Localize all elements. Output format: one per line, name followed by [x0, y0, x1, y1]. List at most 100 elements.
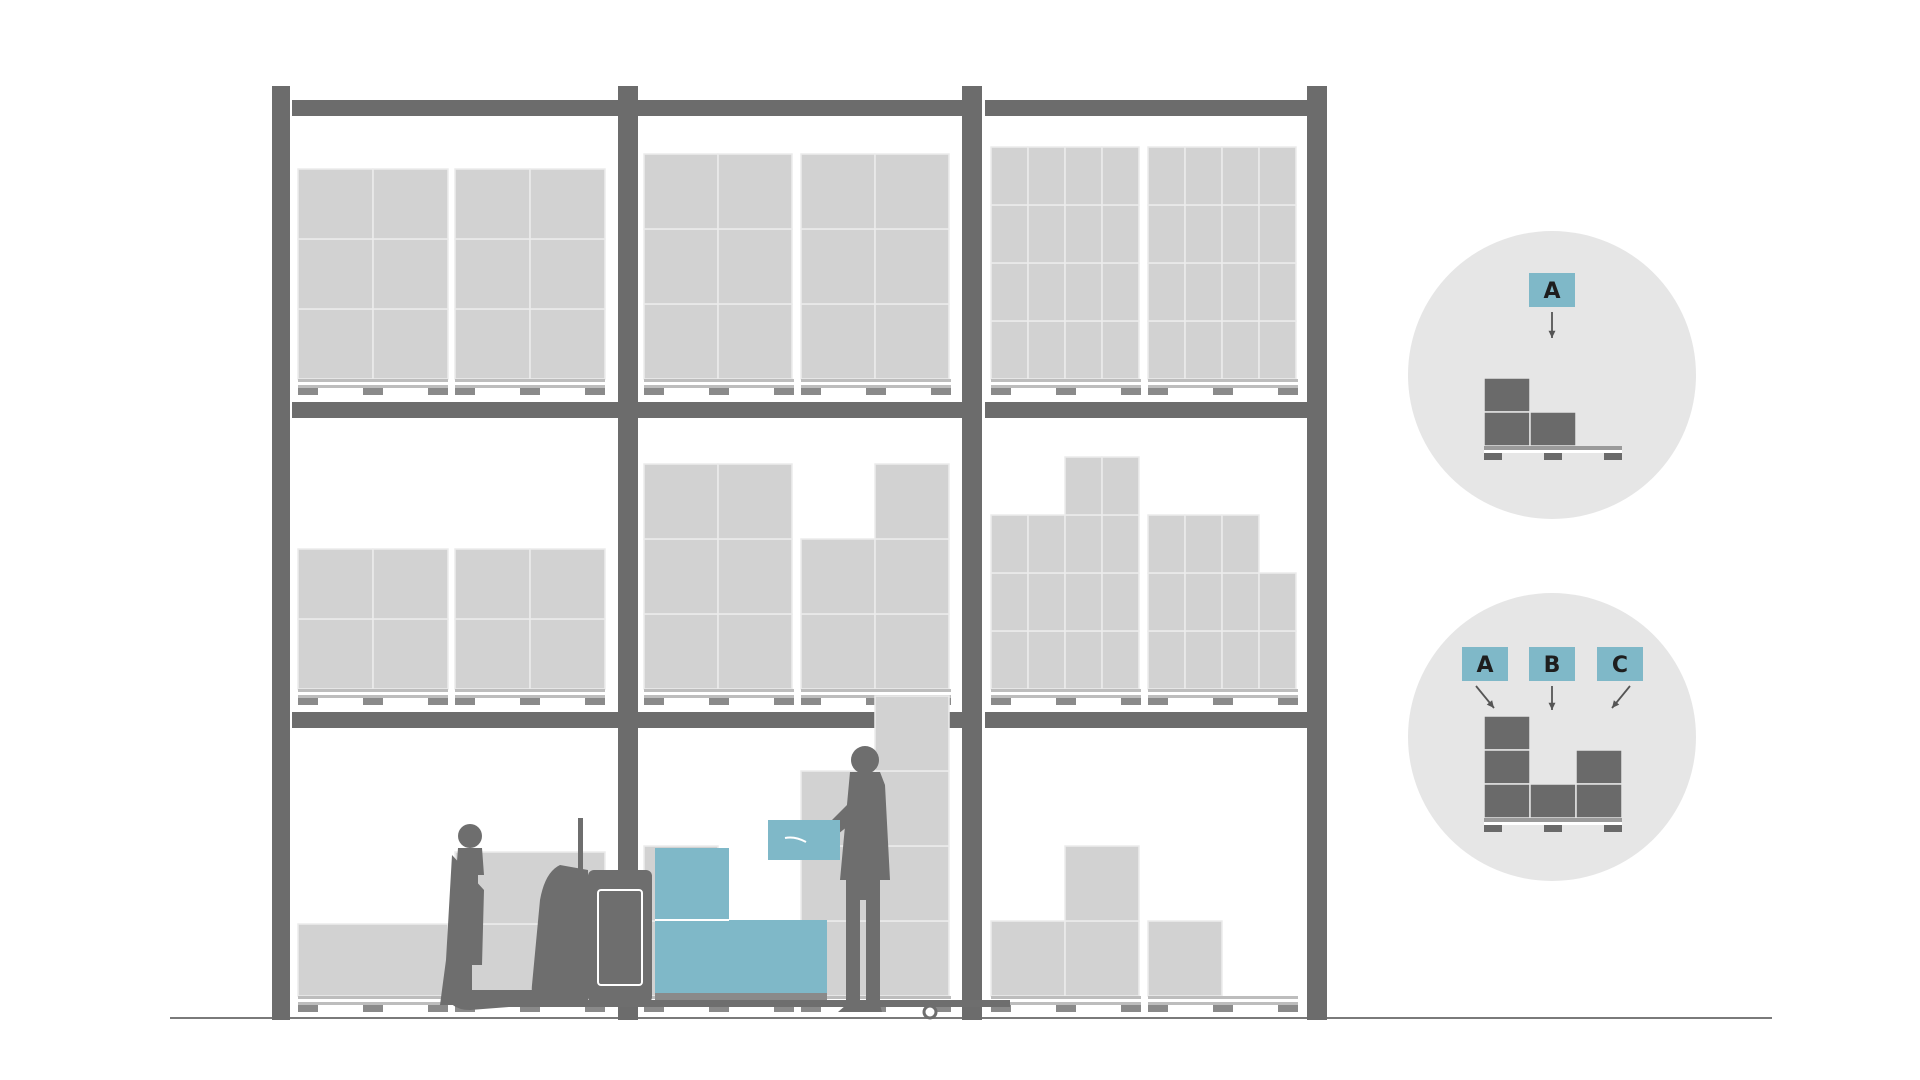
pallet-block — [1213, 698, 1233, 705]
picked-carton-top — [655, 848, 729, 920]
carton — [1101, 456, 1140, 516]
carton — [1221, 572, 1260, 632]
pallet-block — [298, 388, 318, 395]
pallet-block — [866, 388, 886, 395]
carton — [643, 613, 719, 690]
carton — [874, 538, 950, 615]
carton — [1027, 630, 1066, 690]
carton — [1027, 514, 1066, 574]
pallet-board — [644, 385, 794, 388]
carton — [529, 168, 606, 240]
pallet-gap — [991, 692, 1141, 695]
arrow-head — [1612, 700, 1620, 708]
carton — [1101, 572, 1140, 632]
pallet-block — [363, 698, 383, 705]
sku-tag-box — [1529, 647, 1575, 681]
pallet-block — [931, 1005, 951, 1012]
pallet-deck — [298, 996, 448, 999]
carton — [717, 613, 793, 690]
carton — [1147, 262, 1186, 322]
carton — [1027, 572, 1066, 632]
carton — [1184, 262, 1223, 322]
carton — [1064, 320, 1103, 380]
pallet-gap — [298, 382, 448, 385]
carton — [990, 146, 1029, 206]
carton — [1064, 262, 1103, 322]
pallet-board — [1148, 1002, 1298, 1005]
pallet-block — [363, 388, 383, 395]
pallet-block — [585, 698, 605, 705]
carton — [1147, 204, 1186, 264]
pallet-block — [1056, 698, 1076, 705]
carton — [800, 538, 876, 615]
carton — [297, 923, 449, 997]
carton — [454, 548, 531, 620]
rack-upright — [1307, 86, 1327, 1020]
pallet-load — [1147, 514, 1298, 705]
pallet-block — [1148, 1005, 1168, 1012]
sku-tag-label: B — [1544, 653, 1561, 678]
pallet-load — [990, 146, 1141, 395]
inset-pallet-block — [1604, 825, 1622, 832]
carton — [1147, 630, 1186, 690]
carton — [529, 308, 606, 380]
carton — [1027, 320, 1066, 380]
carton — [874, 613, 950, 690]
pallet-load — [1147, 920, 1298, 1012]
pallet-gap — [644, 692, 794, 695]
rack-beam — [985, 402, 1307, 418]
pallet-board — [298, 385, 448, 388]
pallet-block — [520, 1005, 540, 1012]
pallet-load — [800, 153, 951, 395]
pallet-block — [1056, 388, 1076, 395]
inset-pallet-block — [1604, 453, 1622, 460]
carton — [717, 303, 793, 380]
pallet-gap — [644, 382, 794, 385]
pallet-gap — [1148, 382, 1298, 385]
pallet-block — [709, 1005, 729, 1012]
pallet-load — [990, 845, 1141, 1012]
sku-tag-box — [1529, 273, 1575, 307]
inset-pallet-block — [1484, 825, 1502, 832]
inset-pallet-deck — [1484, 818, 1622, 822]
carton — [990, 262, 1029, 322]
pallet-load — [643, 463, 794, 705]
pallet-board — [991, 1002, 1141, 1005]
sku-tag-box — [1597, 647, 1643, 681]
carton — [1221, 630, 1260, 690]
pallet-block — [520, 388, 540, 395]
pallet-gap — [298, 999, 448, 1002]
carton — [874, 920, 950, 997]
pallet-gap — [991, 382, 1141, 385]
carton — [297, 548, 374, 620]
pallet-block — [455, 698, 475, 705]
inset-carton — [1575, 749, 1623, 785]
inset-pallet-gap — [1484, 822, 1622, 825]
sku-tag-label: A — [1476, 653, 1493, 678]
inset-carton — [1483, 715, 1531, 751]
carton — [1147, 514, 1186, 574]
pallet-deck — [298, 689, 448, 692]
inset-carton — [1483, 377, 1531, 413]
pallet-deck — [991, 379, 1141, 382]
carton — [717, 463, 793, 540]
pallet-block — [1121, 1005, 1141, 1012]
pallet-board — [644, 695, 794, 698]
pallet-block — [428, 388, 448, 395]
pallet-block — [298, 1005, 318, 1012]
pallet-block — [585, 388, 605, 395]
pallet-load — [454, 168, 606, 395]
pallet-deck — [1148, 379, 1298, 382]
carton — [1258, 320, 1297, 380]
carton — [643, 153, 719, 230]
carton — [297, 308, 374, 380]
inset-carton — [1483, 411, 1531, 447]
carton — [1258, 630, 1297, 690]
pallet-block — [774, 698, 794, 705]
arrow-head — [1486, 700, 1494, 708]
pallet-block — [709, 388, 729, 395]
carton — [990, 514, 1029, 574]
carton — [990, 630, 1029, 690]
pallet-load — [800, 463, 951, 705]
